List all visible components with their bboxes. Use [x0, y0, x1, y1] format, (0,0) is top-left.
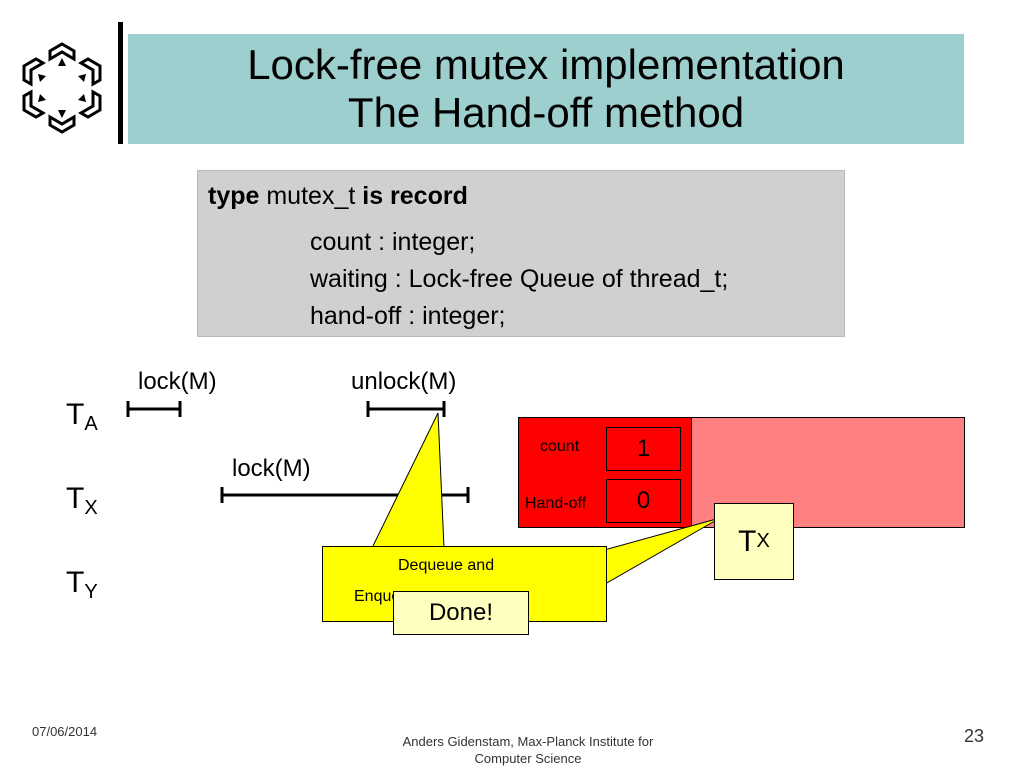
title-separator: [118, 22, 123, 144]
code-field-count: count : integer;: [310, 228, 476, 256]
callout-line1: Dequeue and: [398, 557, 495, 574]
page-number: 23: [964, 726, 985, 746]
keyword-is-record: is record: [362, 182, 468, 210]
thread-label-ta: TA: [66, 398, 98, 435]
slide-title-line2: The Hand-off method: [347, 89, 745, 136]
count-label: count: [540, 438, 580, 455]
thread-label-ty: TY: [66, 566, 98, 603]
type-name: mutex_t: [266, 182, 356, 210]
slide-title-line1: Lock-free mutex implementation: [247, 41, 845, 88]
op-ta-lock: lock(M): [138, 368, 217, 395]
handoff-label: Hand-off: [525, 495, 587, 512]
thread-label-tx: TX: [66, 482, 98, 519]
done-note: Done!: [393, 591, 529, 635]
code-type-line: type mutex_t is record: [208, 181, 468, 211]
count-value: 1: [606, 427, 681, 471]
title-banner: Lock-free mutex implementation The Hand-…: [128, 34, 964, 144]
institute-logo-icon: [22, 42, 102, 134]
footer-date: 07/06/2014: [32, 724, 98, 739]
handoff-value: 0: [606, 479, 681, 523]
footer-author: Anders Gidenstam, Max-Planck Institute f…: [402, 734, 654, 766]
op-tx-lock: lock(M): [232, 455, 311, 482]
op-ta-unlock: unlock(M): [351, 368, 457, 395]
code-field-handoff: hand-off : integer;: [310, 302, 506, 330]
keyword-type: type: [208, 182, 260, 210]
code-field-waiting: waiting : Lock-free Queue of thread_t;: [310, 265, 729, 293]
code-block: type mutex_t is record count : integer; …: [197, 170, 845, 337]
callout-pointer-unlock: [371, 412, 445, 549]
